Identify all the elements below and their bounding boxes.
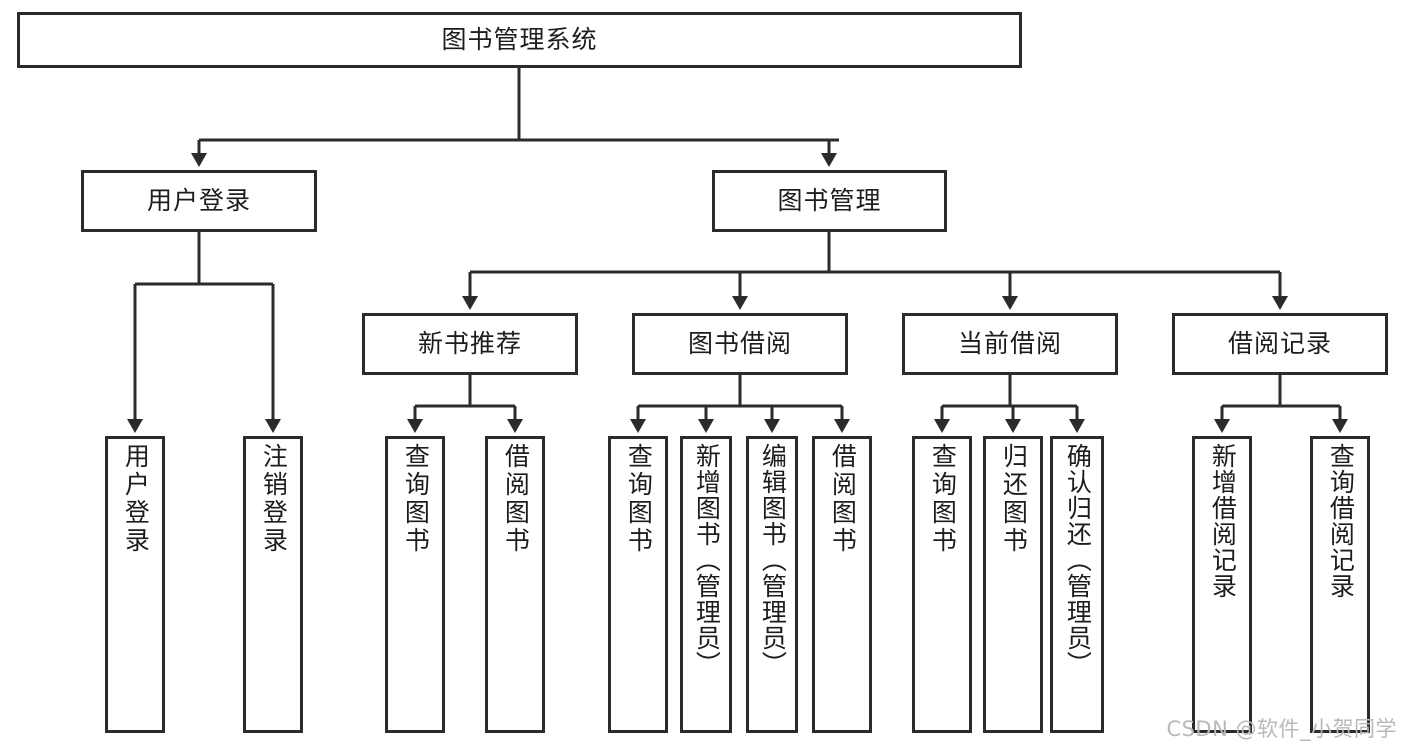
node-label: 图书管理系统 (441, 25, 598, 55)
node-label: 查询图书 (624, 443, 654, 555)
node-label: 确认归还（管理员） (1063, 443, 1093, 677)
node-level3[interactable]: 新书推荐 (362, 313, 578, 375)
node-label: 用户登录 (146, 186, 251, 216)
node-leaf[interactable]: 新增借阅记录 (1192, 436, 1252, 733)
node-label: 新增借阅记录 (1208, 443, 1238, 599)
node-leaf[interactable]: 查询图书 (385, 436, 445, 733)
node-label: 查询借阅记录 (1326, 443, 1356, 599)
node-level3[interactable]: 当前借阅 (902, 313, 1118, 375)
node-root[interactable]: 图书管理系统 (17, 12, 1022, 68)
node-label: 注销登录 (259, 443, 289, 555)
node-leaf[interactable]: 归还图书 (983, 436, 1043, 733)
node-label: 新书推荐 (417, 329, 522, 359)
node-leaf[interactable]: 借阅图书 (812, 436, 872, 733)
node-label: 借阅图书 (828, 443, 858, 555)
node-label: 归还图书 (999, 443, 1029, 555)
node-level2[interactable]: 图书管理 (712, 170, 947, 232)
node-label: 用户登录 (121, 443, 151, 555)
node-label: 图书借阅 (687, 329, 792, 359)
node-level3[interactable]: 借阅记录 (1172, 313, 1388, 375)
node-label: 当前借阅 (957, 329, 1062, 359)
node-leaf[interactable]: 编辑图书（管理员） (746, 436, 798, 733)
node-label: 借阅图书 (501, 443, 531, 555)
node-label: 编辑图书（管理员） (758, 443, 788, 677)
node-leaf[interactable]: 新增图书（管理员） (680, 436, 732, 733)
node-leaf[interactable]: 借阅图书 (485, 436, 545, 733)
node-leaf[interactable]: 注销登录 (243, 436, 303, 733)
node-leaf[interactable]: 查询图书 (608, 436, 668, 733)
node-label: 借阅记录 (1227, 329, 1332, 359)
node-level3[interactable]: 图书借阅 (632, 313, 848, 375)
node-leaf[interactable]: 用户登录 (105, 436, 165, 733)
node-label: 图书管理 (777, 186, 882, 216)
node-label: 新增图书（管理员） (692, 443, 722, 677)
node-leaf[interactable]: 查询图书 (912, 436, 972, 733)
node-label: 查询图书 (928, 443, 958, 555)
node-label: 查询图书 (401, 443, 431, 555)
node-level2[interactable]: 用户登录 (81, 170, 317, 232)
watermark: CSDN @软件_小贺同学 (1166, 717, 1397, 741)
node-leaf[interactable]: 查询借阅记录 (1310, 436, 1370, 733)
node-leaf[interactable]: 确认归还（管理员） (1050, 436, 1104, 733)
